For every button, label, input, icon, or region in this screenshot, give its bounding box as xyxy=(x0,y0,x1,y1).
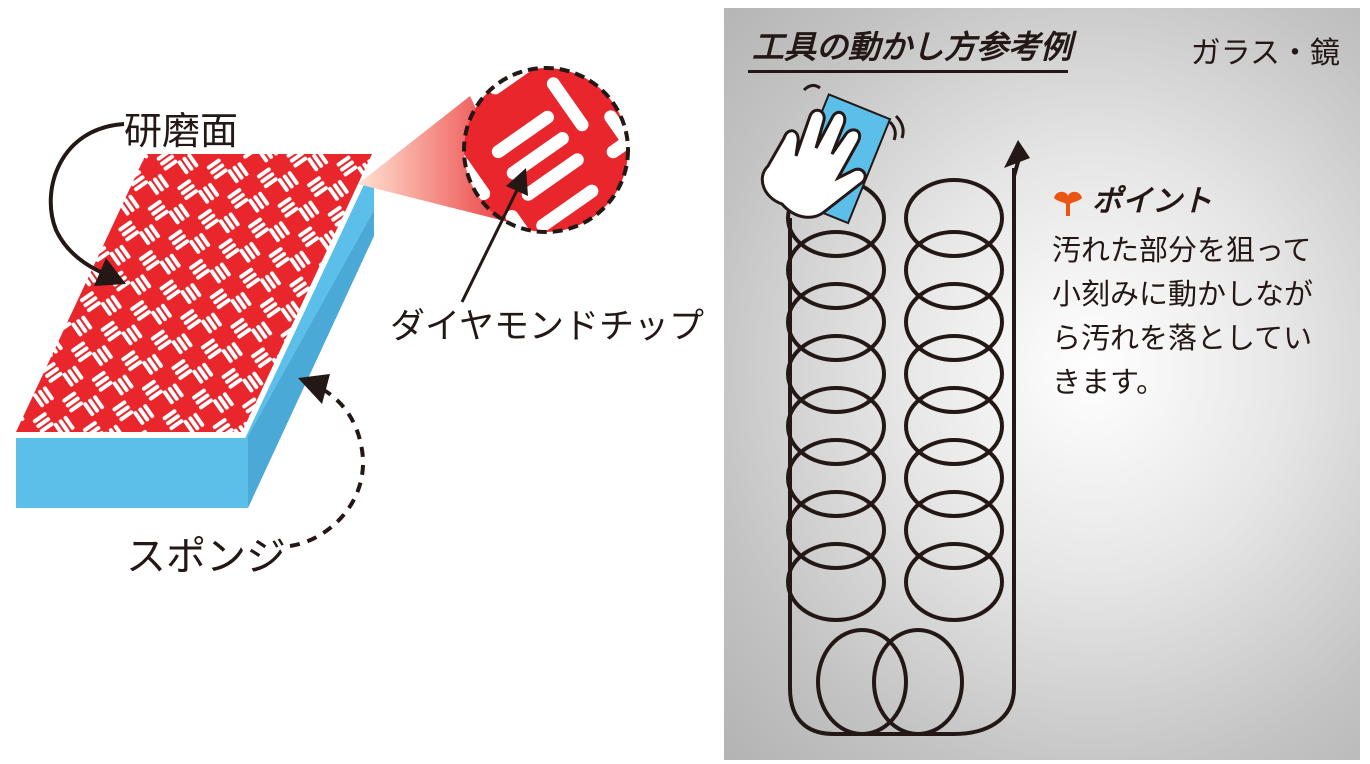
grinding-surface-arrow xyxy=(48,122,125,278)
diamond-chip-label: ダイヤモンドチップ xyxy=(390,307,704,347)
grinding-surface xyxy=(16,154,372,432)
point-line: 小刻みに動かしなが xyxy=(1052,277,1314,311)
spiral-motion-path xyxy=(786,168,1016,736)
point-line: ら汚れを落としてい xyxy=(1052,321,1313,355)
sponge-front-face xyxy=(16,436,248,508)
point-line: 汚れた部分を狙って xyxy=(1052,233,1312,267)
hand-icon xyxy=(760,108,867,219)
usage-title: 工具の動かし方参考例 xyxy=(752,28,1073,66)
sponge-diagram: 研磨面 ダイヤモンドチップ スポンジ xyxy=(16,66,704,580)
motion-path-illustration xyxy=(760,83,1030,736)
point-heading-text: ポイント xyxy=(1092,184,1212,219)
chip-arrowhead xyxy=(506,168,528,196)
surface-edge xyxy=(16,183,364,438)
motion-marks xyxy=(802,83,905,141)
chip-arrow xyxy=(460,183,522,303)
grinding-arrowhead xyxy=(94,258,126,286)
sponge-arrowhead xyxy=(298,374,330,404)
point-line: きます。 xyxy=(1052,365,1166,399)
magnifier-outline xyxy=(462,66,630,234)
path-direction-arrowhead xyxy=(1004,140,1030,168)
sponge-side-shade xyxy=(248,210,374,508)
sponge-side-face xyxy=(244,184,374,436)
point-description: 汚れた部分を狙って 小刻みに動かしなが ら汚れを落としてい きます。 xyxy=(1052,228,1342,404)
grinding-surface-label: 研磨面 xyxy=(124,109,239,153)
title-underline xyxy=(748,70,1068,73)
ginkgo-leaf-icon xyxy=(1054,191,1082,216)
sponge-illustration xyxy=(16,66,630,548)
material-label: ガラス・鏡 xyxy=(1190,36,1340,71)
sponge-arrow xyxy=(289,384,366,548)
usage-example-panel: 工具の動かし方参考例 ガラス・鏡 xyxy=(724,8,1360,760)
point-heading: ポイント xyxy=(1050,176,1212,220)
magnified-chip-view xyxy=(464,68,628,232)
sponge-label: スポンジ xyxy=(126,534,286,580)
